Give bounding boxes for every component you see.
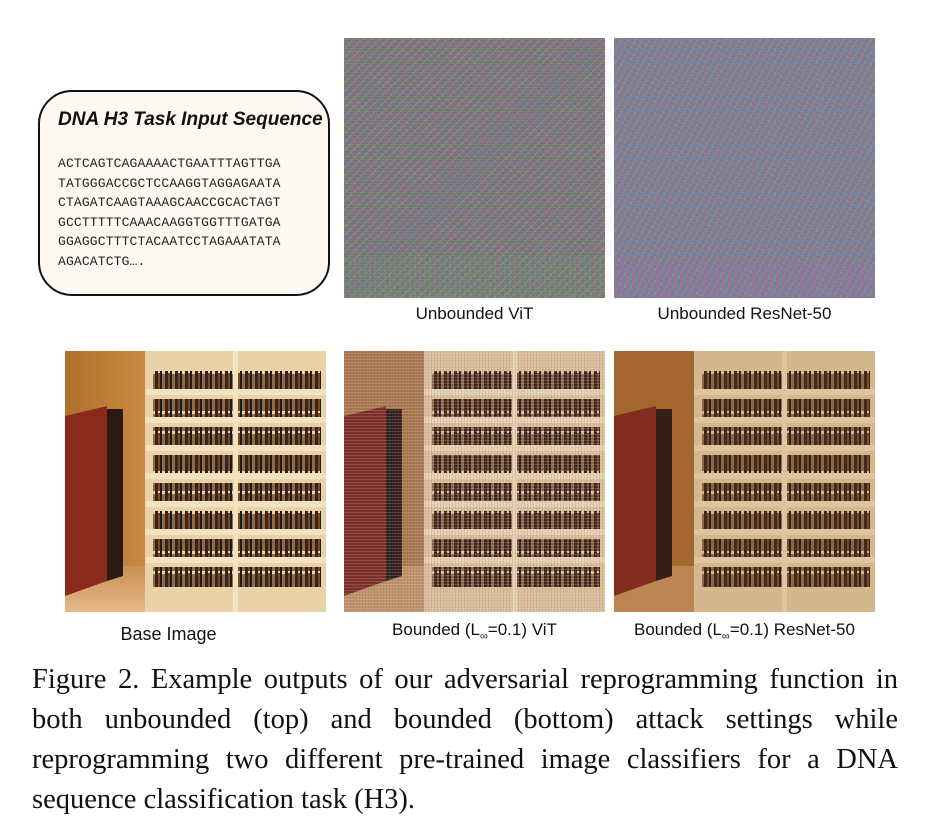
dna-line: GCCTTTTTCAAACAAGGTGGTTTGATGA: [58, 214, 281, 230]
bounded-vit-label-sub: ∞: [479, 630, 488, 643]
bounded-resnet-label-prefix: Bounded (L: [634, 620, 722, 639]
dna-line: AGACATCTG….: [58, 253, 146, 269]
unbounded-resnet-image: [614, 38, 875, 298]
dna-line: TATGGGACCGCTCCAAGGTAGGAGAATA: [58, 175, 281, 191]
unbounded-resnet-label: Unbounded ResNet-50: [657, 304, 832, 323]
bookshelf-illustration: [65, 351, 326, 612]
dna-line: GGAGGCTTTCTACAATCCTAGAAATATA: [58, 234, 281, 249]
bounded-resnet-label-sub: ∞: [721, 630, 730, 643]
dna-line: ACTCAGTCAGAAAACTGAATTTAGTTGA: [58, 156, 281, 171]
bounded-resnet-label: Bounded (L∞=0.1) ResNet-50: [604, 620, 885, 642]
dna-box-title: DNA H3 Task Input Sequence: [58, 109, 323, 130]
bounded-vit-label-suffix: =0.1) ViT: [487, 620, 557, 639]
bounded-vit-image: [344, 351, 605, 612]
base-image: [65, 351, 326, 612]
base-image-label: Base Image: [120, 624, 217, 644]
bounded-resnet-label-suffix: =0.1) ResNet-50: [729, 620, 855, 639]
perturbation-overlay: [614, 351, 875, 612]
figure-caption: Figure 2. Example outputs of our adversa…: [32, 664, 898, 815]
bounded-vit-label: Bounded (L∞=0.1) ViT: [334, 620, 615, 642]
dna-input-box: DNA H3 Task Input Sequence ACTCAGTCAGAAA…: [38, 90, 330, 296]
bounded-vit-label-prefix: Bounded (L: [392, 620, 480, 639]
perturbation-overlay: [344, 351, 605, 612]
dna-line: CTAGATCAAGTAAAGCAACCGCACTAGT: [58, 195, 281, 210]
bookshelf-illustration: [344, 351, 605, 612]
bookshelf-illustration: [614, 351, 875, 612]
bounded-resnet-image: [614, 351, 875, 612]
unbounded-vit-label: Unbounded ViT: [415, 304, 534, 323]
unbounded-vit-image: [344, 38, 605, 298]
dna-sequence: ACTCAGTCAGAAAACTGAATTTAGTTGA TATGGGACCGCT…: [58, 154, 281, 271]
